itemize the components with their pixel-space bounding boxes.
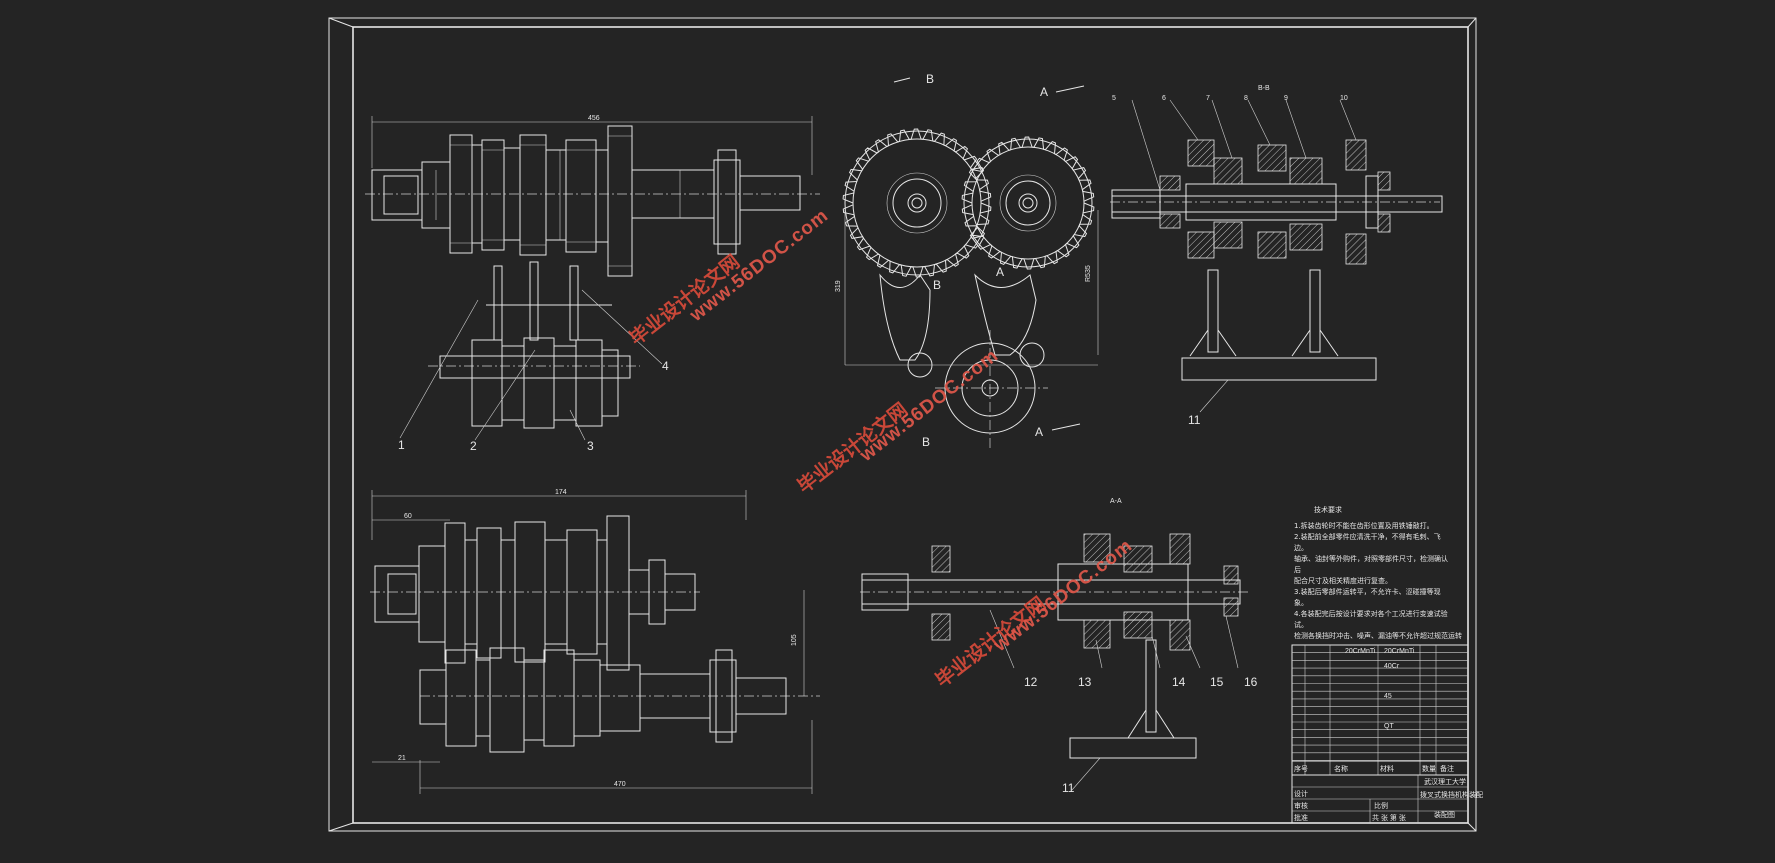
dim-top-overall: 456 <box>588 115 600 122</box>
watermarks: 毕业设计论文网 www.56DOC.com 毕业设计论文网 www.56DOC.… <box>625 205 1137 692</box>
part-label-15: 15 <box>1210 675 1224 689</box>
tb-sheet: 共 张 第 张 <box>1372 813 1406 822</box>
note-line: 试。 <box>1294 620 1308 629</box>
gear-pair-view: B A A B 319 R53 <box>835 72 1099 449</box>
part-label-4: 4 <box>662 359 669 373</box>
gear-label-a: A <box>996 265 1004 279</box>
tb-checker: 审核 <box>1294 801 1308 810</box>
right-gear-teeth <box>961 136 1095 270</box>
view-aa-label: A-A <box>1110 498 1122 505</box>
section-b-bottom-label: B <box>922 435 930 449</box>
note-line: 2.装配前全部零件应清洗干净，不得有毛刺、飞 <box>1294 532 1441 541</box>
bom-col-remark: 备注 <box>1440 764 1454 773</box>
drawing-type: 装配图 <box>1434 810 1455 819</box>
bom-material-3: 45 <box>1384 693 1392 700</box>
part-label-7: 7 <box>1206 95 1210 102</box>
dim-bottom-top: 174 <box>555 489 567 496</box>
section-aa-view: A-A 12 13 14 15 16 11 <box>860 498 1258 795</box>
note-line: 检测各换挡时冲击、噪声、漏油等不允许超过规范运转 <box>1294 631 1462 640</box>
top-left-shaft-view: 456 1 2 3 4 <box>365 115 820 453</box>
watermark-url-1: www.56DOC.com <box>685 205 832 327</box>
school-name: 武汉理工大学 <box>1424 777 1466 786</box>
bottom-left-shaft-view: 174 60 470 21 <box>370 489 820 794</box>
note-line: 3.装配后零部件运转平，不允许卡、涩碰撞等现 <box>1294 587 1441 596</box>
bom-material-1b: 20CrMnTi <box>1384 648 1415 655</box>
gear-tooth-profile <box>842 128 992 278</box>
part-label-11a: 11 <box>1188 413 1201 427</box>
part-label-10: 10 <box>1340 95 1348 102</box>
drawing-title: 拨叉式换挡机构装配 <box>1420 790 1483 799</box>
title-block: 武汉理工大学 拨叉式换挡机构装配 装配图 设计 审核 批准 比例 共 张 第 张 <box>1291 774 1483 824</box>
part-label-6: 6 <box>1162 95 1166 102</box>
note-line: 4.各装配完后按设计要求对各个工况进行变速试验 <box>1294 609 1448 618</box>
section-bb-view: B-B 5 6 7 8 9 10 <box>1110 85 1443 427</box>
dim-bottom-left: 21 <box>398 755 406 762</box>
tb-scale: 比例 <box>1374 801 1388 810</box>
view-bb-label: B-B <box>1258 85 1270 92</box>
bom-col-name: 名称 <box>1334 764 1348 773</box>
tb-approver: 批准 <box>1294 813 1308 822</box>
part-label-3: 3 <box>587 439 594 453</box>
notes-title: 技术要求 <box>1314 505 1342 514</box>
dim-gear-right: R535 <box>1085 265 1092 282</box>
bom-material-2: 40Cr <box>1384 663 1400 670</box>
part-label-13: 13 <box>1078 675 1092 689</box>
part-label-14: 14 <box>1172 675 1186 689</box>
dim-bottom-vertical: 105 <box>791 634 798 646</box>
parts-list-table: 20CrMnTi 20CrMnTi 40Cr 45 QT 序号 名称 材料 数量… <box>1291 644 1469 776</box>
note-line: 后 <box>1294 565 1301 574</box>
part-label-16: 16 <box>1244 675 1258 689</box>
gear-label-b: B <box>933 278 941 292</box>
dim-bottom-overall: 470 <box>614 781 626 788</box>
part-label-8: 8 <box>1244 95 1248 102</box>
part-label-2: 2 <box>470 439 477 453</box>
bom-col-qty: 数量 <box>1422 764 1436 773</box>
dim-bottom-small: 60 <box>404 513 412 520</box>
technical-requirements: 技术要求 1.拆装齿轮时不能在齿形位置及用铁锤敲打。 2.装配前全部零件应清洗干净… <box>1294 505 1462 640</box>
note-line: 轴承、油封等外购件，对照零部件尺寸，检测确认 <box>1294 554 1448 563</box>
section-b-top-label: B <box>926 72 934 86</box>
part-label-11b: 11 <box>1062 781 1075 795</box>
left-gear-teeth <box>842 128 992 278</box>
part-label-5: 5 <box>1112 95 1116 102</box>
bom-col-no: 序号 <box>1294 764 1308 773</box>
tb-designer: 设计 <box>1294 789 1308 798</box>
note-line: 象。 <box>1294 598 1308 607</box>
part-label-1: 1 <box>398 438 405 452</box>
gear-tooth-profile <box>961 136 1095 270</box>
bom-col-material: 材料 <box>1380 764 1394 773</box>
watermark-url-3: www.56DOC.com <box>989 535 1136 657</box>
part-label-12: 12 <box>1024 675 1038 689</box>
bom-material-1: 20CrMnTi <box>1345 648 1376 655</box>
inner-drawing-frame <box>352 26 1469 824</box>
dim-gear-vertical: 319 <box>835 280 842 292</box>
section-a-top-label: A <box>1040 85 1048 99</box>
note-line: 配合尺寸及相关精度进行复查。 <box>1294 576 1392 585</box>
outer-sheet-border <box>328 17 1477 832</box>
note-line: 边。 <box>1294 543 1308 552</box>
watermark-cn-2: 毕业设计论文网 <box>793 398 912 498</box>
bom-material-4: QT <box>1384 723 1394 730</box>
note-line: 1.拆装齿轮时不能在齿形位置及用铁锤敲打。 <box>1294 521 1434 530</box>
section-a-bottom-label: A <box>1035 425 1043 439</box>
notes-lines: 1.拆装齿轮时不能在齿形位置及用铁锤敲打。 2.装配前全部零件应清洗干净，不得有毛… <box>1294 521 1462 640</box>
part-label-9: 9 <box>1284 95 1288 102</box>
